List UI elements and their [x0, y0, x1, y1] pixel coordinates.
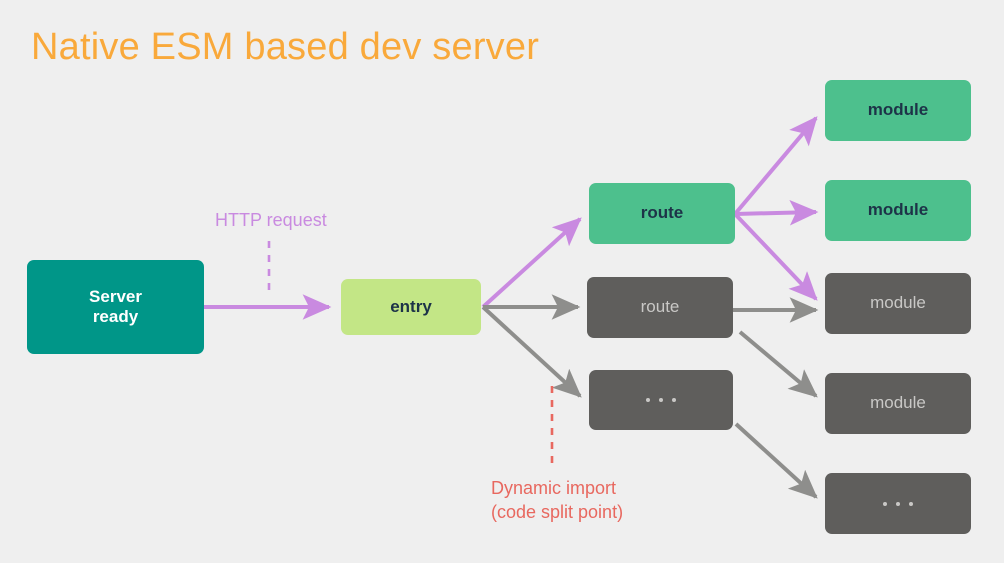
edge-dots-middle-to-dots-bottom-right — [734, 422, 818, 499]
edge-route-green-to-module-2 — [734, 199, 819, 226]
page-title: Native ESM based dev server — [31, 26, 540, 68]
ellipsis-icon — [646, 398, 676, 402]
annotation-dynamic-import: Dynamic import (code split point) — [491, 478, 624, 522]
edge-entry-to-dots-middle — [481, 305, 582, 398]
node-entry-label: entry — [390, 296, 432, 316]
node-route-active[interactable]: route — [589, 183, 735, 244]
node-module-3[interactable]: module — [825, 273, 971, 334]
edge-route-gray-to-module-4 — [738, 330, 818, 398]
annotation-http-request: HTTP request — [215, 210, 327, 230]
node-route-inactive[interactable]: route — [587, 277, 733, 338]
edge-entry-to-route-green — [481, 217, 582, 309]
node-module-1-label: module — [867, 100, 929, 120]
node-module-1[interactable]: module — [825, 80, 971, 141]
node-dots-middle[interactable] — [589, 370, 733, 430]
edge-route-green-to-module-1 — [733, 116, 818, 216]
node-module-4[interactable]: module — [825, 373, 971, 434]
edge-route-green-to-module-3 — [733, 212, 818, 301]
node-route-inactive-label: route — [640, 297, 680, 317]
node-module-3-label: module — [870, 293, 926, 313]
node-module-2[interactable]: module — [825, 180, 971, 241]
node-module-2-label: module — [867, 200, 929, 220]
node-entry[interactable]: entry — [341, 279, 481, 335]
node-module-4-label: module — [870, 393, 926, 413]
node-server-ready-label: Server ready — [89, 286, 142, 326]
node-dots-bottom-right[interactable] — [825, 473, 971, 534]
ellipsis-icon — [883, 501, 913, 506]
node-server-ready[interactable]: Server ready — [27, 260, 204, 354]
node-route-active-label: route — [640, 203, 684, 223]
